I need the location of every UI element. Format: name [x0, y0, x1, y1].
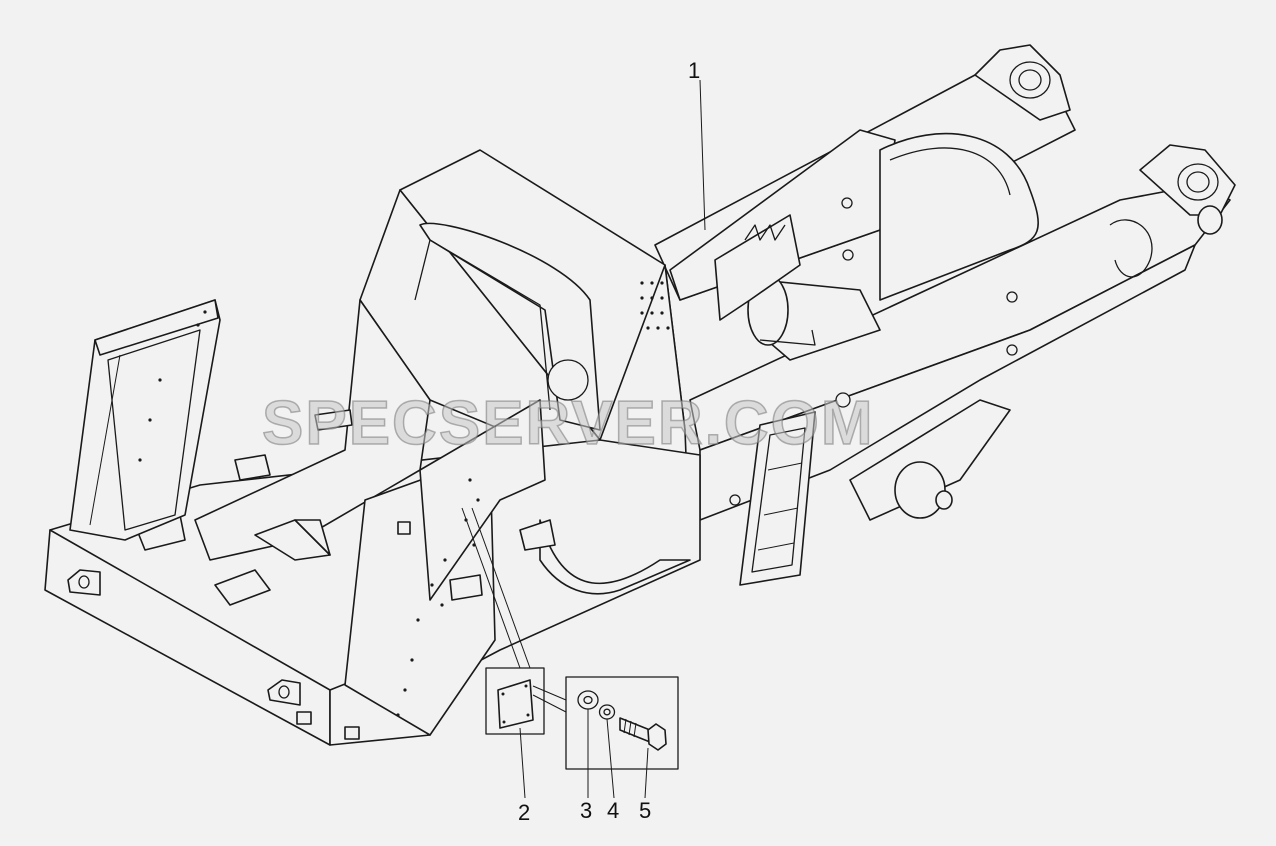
- callout-1: 1: [688, 58, 700, 83]
- upper-pin-boss: [974, 44, 1071, 121]
- pivot-bearing: [849, 399, 1011, 521]
- base-frame: [44, 299, 701, 746]
- callout-2: 2: [518, 800, 530, 825]
- plate-rivets: [396, 478, 480, 717]
- front-guard-frame: [69, 299, 221, 541]
- ladder: [739, 411, 816, 586]
- watermark: SPECSERVER.COM: [262, 389, 875, 458]
- detail-fastener-box: [565, 676, 679, 770]
- rear-frame-arm: [654, 44, 1236, 586]
- detail-plate-box: [485, 667, 545, 735]
- callout-4: 4: [607, 798, 619, 823]
- lower-pin-boss: [1139, 144, 1236, 235]
- leader-lines: [461, 79, 706, 799]
- callout-3: 3: [580, 798, 592, 823]
- base-slots: [67, 521, 411, 740]
- tower-rivets: [640, 281, 670, 330]
- callout-5: 5: [639, 798, 651, 823]
